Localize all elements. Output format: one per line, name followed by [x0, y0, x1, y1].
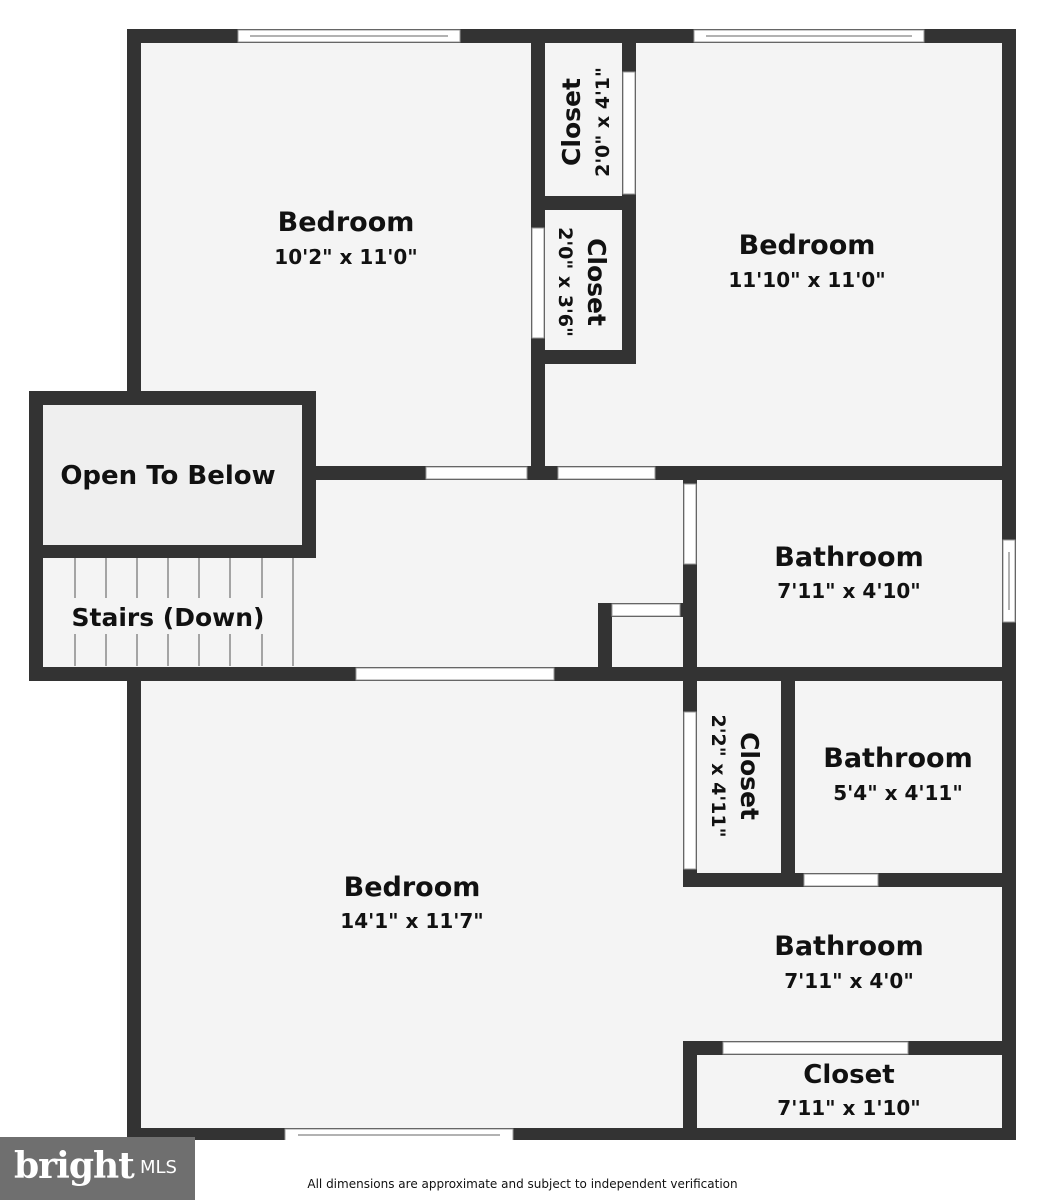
closet-3-label: Closet 2'2" x 4'11" [707, 714, 764, 837]
room-dimensions: 7'11" x 4'10" [777, 579, 920, 603]
room-labels: Bedroom 10'2" x 11'0" Closet 2'0" x 4'1"… [60, 67, 972, 1120]
closet-2-label: Closet 2'0" x 3'6" [554, 227, 611, 337]
bright-mls-logo: bright MLS [0, 1137, 195, 1200]
logo-mls-text: MLS [140, 1157, 177, 1178]
window-lines [250, 35, 1010, 1136]
floor-plan: Bedroom 10'2" x 11'0" Closet 2'0" x 4'1"… [29, 29, 1016, 1140]
logo-brand-text: bright [14, 1145, 135, 1187]
room-dimensions: 7'11" x 4'0" [784, 969, 914, 993]
bedroom-1-label: Bedroom 10'2" x 11'0" [274, 207, 417, 269]
room-name: Bathroom [774, 542, 923, 573]
room-dimensions: 2'0" x 3'6" [554, 227, 576, 337]
closet-1-label: Closet 2'0" x 4'1" [557, 67, 614, 177]
room-dimensions: 5'4" x 4'11" [833, 781, 963, 805]
room-name: Closet [735, 732, 764, 820]
room-name: Open To Below [60, 461, 275, 491]
room-name: Bathroom [774, 931, 923, 962]
room-dimensions: 14'1" x 11'7" [340, 909, 483, 933]
room-name: Closet [803, 1060, 894, 1090]
bathroom-3-label: Bathroom 7'11" x 4'0" [774, 931, 923, 993]
bedroom-3-label: Bedroom 14'1" x 11'7" [340, 872, 483, 933]
open-to-below-label: Open To Below [60, 461, 275, 491]
room-name: Stairs (Down) [72, 603, 265, 632]
floor-fills [36, 36, 1009, 1136]
disclaimer-text: All dimensions are approximate and subje… [307, 1177, 738, 1191]
room-name: Bedroom [344, 872, 481, 903]
room-dimensions: 7'11" x 1'10" [777, 1096, 920, 1120]
room-name: Bedroom [278, 207, 415, 238]
room-name: Bathroom [823, 743, 972, 774]
room-dimensions: 2'2" x 4'11" [707, 714, 729, 837]
bathroom-1-label: Bathroom 7'11" x 4'10" [774, 542, 923, 603]
bathroom-2-label: Bathroom 5'4" x 4'11" [823, 743, 972, 805]
stairs-label: Stairs (Down) [62, 598, 272, 634]
room-dimensions: 11'10" x 11'0" [728, 268, 885, 292]
room-name: Bedroom [739, 230, 876, 261]
room-dimensions: 2'0" x 4'1" [592, 67, 614, 177]
room-name: Closet [557, 78, 586, 166]
room-dimensions: 10'2" x 11'0" [274, 245, 417, 269]
room-name: Closet [582, 238, 611, 326]
bedroom-2-label: Bedroom 11'10" x 11'0" [728, 230, 885, 292]
closet-4-label: Closet 7'11" x 1'10" [777, 1060, 920, 1120]
